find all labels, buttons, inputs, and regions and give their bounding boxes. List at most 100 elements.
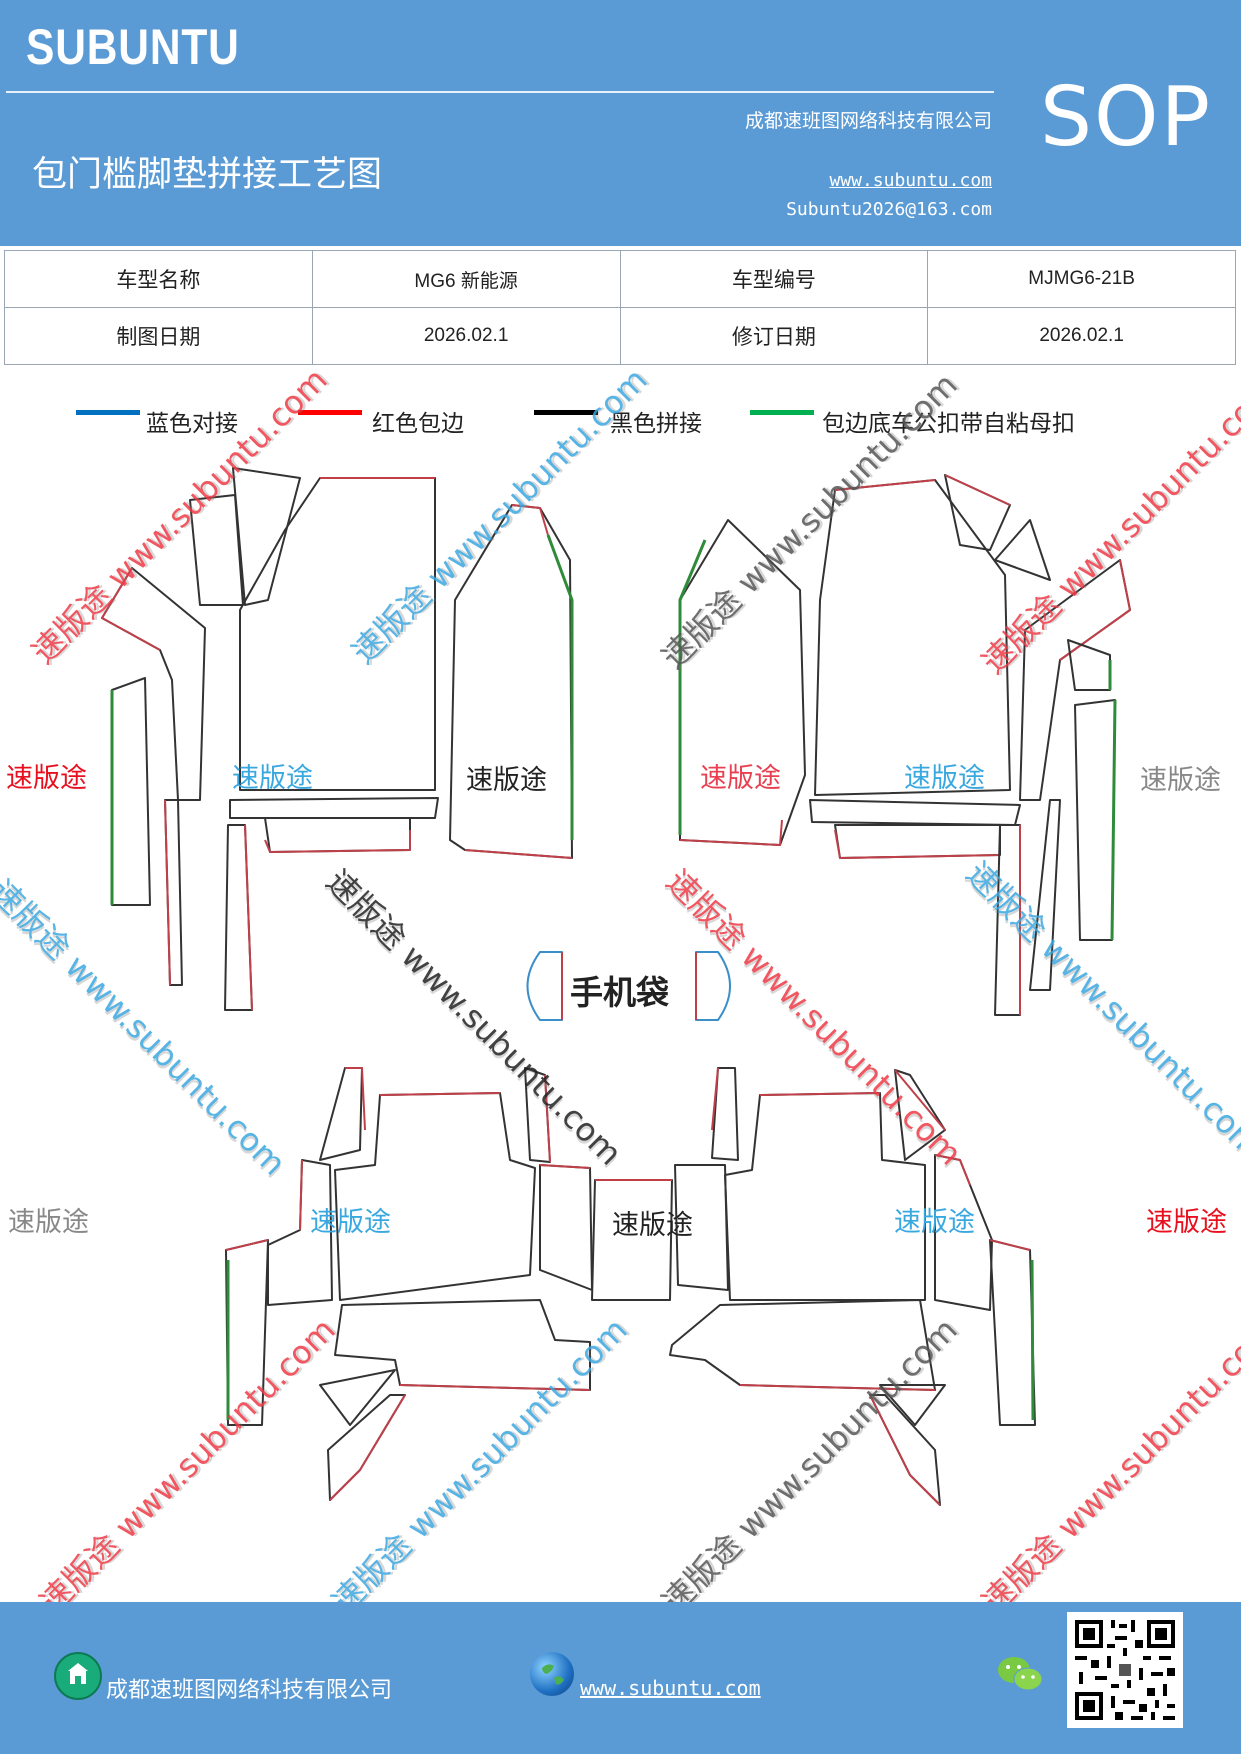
mat-piece (669, 1299, 936, 1391)
piece-label: 速版途 (8, 1207, 89, 1238)
piece-label: 速版途 (466, 765, 547, 796)
mat-piece (319, 1067, 363, 1161)
vehicle-info-table: 车型名称 MG6 新能源 车型编号 MJMG6-21B 制图日期 2026.02… (4, 250, 1236, 365)
page-title: 包门槛脚垫拼接工艺图 (32, 155, 383, 195)
mat-piece (711, 1067, 739, 1161)
mat-piece (944, 474, 1011, 506)
mat-piece (264, 830, 411, 853)
mat-piece (834, 479, 936, 491)
mat-piece (539, 1164, 593, 1291)
mat-piece (334, 1092, 536, 1301)
building-icon (54, 1652, 102, 1700)
piece-label: 速版途 (232, 763, 313, 794)
mat-piece (329, 1394, 406, 1501)
sop-label: SOP (1040, 70, 1213, 165)
mat-piece (834, 824, 1001, 859)
rear-center-mat-group (591, 1179, 673, 1301)
mat-piece (101, 567, 161, 651)
mat-piece (264, 817, 411, 853)
mat-piece (379, 1092, 501, 1096)
piece-label: 速版途 (904, 763, 985, 794)
mat-piece (674, 1164, 729, 1291)
mat-piece (1074, 699, 1116, 941)
rear-right-mat-group (669, 1067, 1036, 1506)
legend-green-swatch (750, 410, 814, 415)
label-model-code: 车型编号 (619, 250, 929, 308)
piece-label: 速版途 (1140, 765, 1221, 796)
mat-piece (299, 1159, 303, 1231)
mat-piece (679, 819, 783, 846)
table-row: 制图日期 2026.02.1 修订日期 2026.02.1 (4, 307, 1236, 365)
email-address: Subuntu2026@163.com (786, 199, 992, 220)
mat-edge-green (546, 534, 574, 840)
mat-piece (989, 1239, 1031, 1251)
value-model-code: MJMG6-21B (927, 250, 1236, 308)
mat-piece (724, 1092, 926, 1301)
label-drawing-date: 制图日期 (4, 307, 313, 365)
mat-piece (399, 1384, 591, 1391)
phone-pocket-label: 手机袋 (570, 973, 669, 1012)
value-drawing-date: 2026.02.1 (311, 307, 621, 365)
mat-piece (759, 1092, 881, 1096)
phone-pocket-left (526, 951, 563, 1021)
phone-pockets (526, 951, 731, 1021)
mat-piece (894, 1069, 946, 1131)
piece-label: 速版途 (612, 1210, 693, 1241)
mat-piece (834, 829, 1001, 859)
mat-piece (879, 1384, 946, 1426)
qr-code (1067, 1612, 1183, 1728)
mat-piece (539, 1164, 591, 1169)
piece-label: 速版途 (6, 763, 87, 794)
piece-label: 速版途 (894, 1207, 975, 1238)
mat-piece (111, 677, 151, 906)
mat-piece (232, 467, 301, 606)
piece-label: 速版途 (1146, 1207, 1227, 1238)
wechat-icon (996, 1654, 1044, 1694)
piece-label: 速版途 (310, 1207, 391, 1238)
legend-black-swatch (534, 410, 598, 415)
mat-piece (319, 1369, 396, 1426)
value-revision-date: 2026.02.1 (927, 307, 1236, 365)
phone-pocket-right (695, 951, 731, 1021)
front-left-mat-group (101, 467, 574, 1011)
mat-piece (164, 799, 171, 986)
label-model-name: 车型名称 (4, 250, 313, 308)
company-name: 成都速班图网络科技有限公司 (744, 110, 992, 132)
mat-piece (994, 519, 1051, 581)
legend-red-label: 红色包边 (372, 411, 464, 437)
mat-piece (711, 1067, 719, 1131)
mat-piece (1059, 559, 1131, 661)
mat-piece (809, 799, 1021, 826)
table-row: 车型名称 MG6 新能源 车型编号 MJMG6-21B (4, 250, 1236, 308)
footer-company-name: 成都速班图网络科技有限公司 (106, 1678, 393, 1703)
footer-website-link[interactable]: www.subuntu.com (580, 1676, 761, 1700)
mat-edge-green (1110, 699, 1117, 941)
legend-blue-label: 蓝色对接 (146, 411, 238, 437)
mat-piece (229, 797, 439, 819)
piece-label: 速版途 (700, 763, 781, 794)
mat-piece (739, 1384, 936, 1391)
mat-piece (464, 849, 573, 859)
label-revision-date: 修订日期 (619, 307, 929, 365)
legend-green-label: 包边底车公扣带自粘母扣 (822, 411, 1075, 437)
mat-piece (244, 824, 253, 1011)
front-right-mat-group (678, 474, 1131, 1016)
header-divider (6, 91, 994, 93)
header-banner (0, 0, 1241, 246)
mat-edge-green (1030, 1259, 1035, 1421)
mat-edge-green (678, 539, 707, 835)
mat-piece (869, 1394, 941, 1506)
brand-logo: SUBUNTU (26, 19, 240, 75)
mat-piece (511, 504, 549, 536)
mat-piece (225, 1239, 269, 1251)
globe-icon (530, 1652, 574, 1696)
mat-piece (989, 1239, 1036, 1426)
mat-piece (345, 1067, 366, 1131)
website-link[interactable]: www.subuntu.com (829, 170, 992, 191)
mat-pieces-diagram (101, 467, 1131, 1506)
legend-blue-swatch (76, 410, 140, 415)
legend-black-label: 黑色拼接 (610, 411, 702, 437)
legend-red-swatch (298, 410, 362, 415)
mat-piece (1029, 799, 1061, 991)
value-model-name: MG6 新能源 (311, 250, 621, 308)
